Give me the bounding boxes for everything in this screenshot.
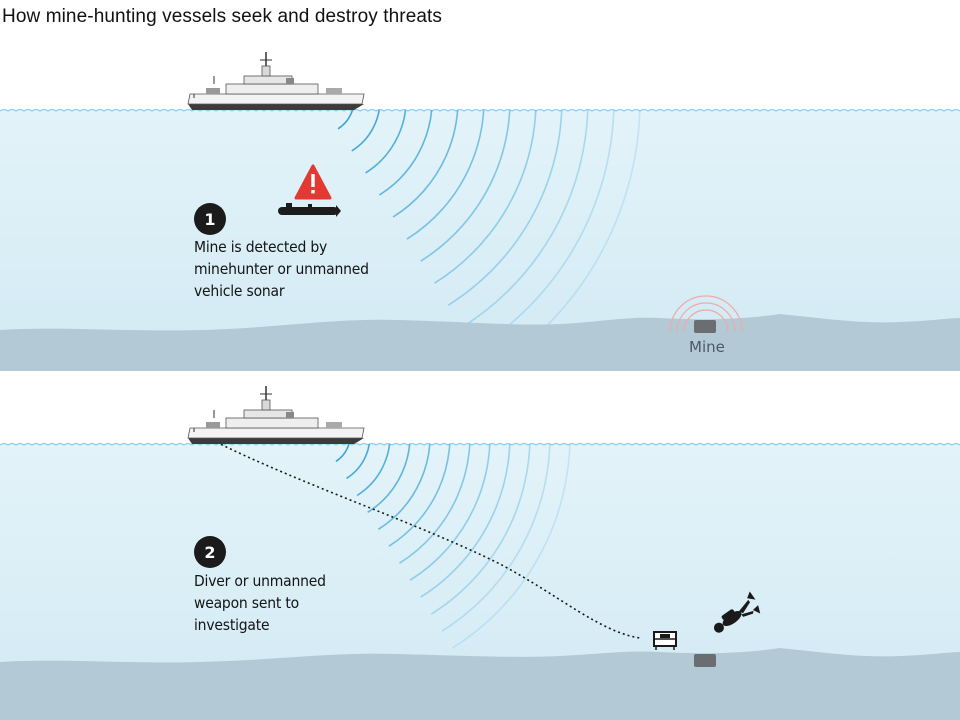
- step-description: Diver or unmanned weapon sent to investi…: [194, 570, 404, 636]
- panel-investigation: 2 Diver or unmanned weapon sent to inves…: [0, 374, 960, 720]
- step-description-line: weapon sent to: [194, 594, 299, 612]
- step-description: Mine is detected by minehunter or unmann…: [194, 236, 404, 302]
- mine-icon: [694, 320, 716, 333]
- mine-signal-rings: [669, 295, 743, 333]
- page-title: How mine-hunting vessels seek and destro…: [2, 6, 443, 27]
- sonar-arc: [461, 110, 589, 328]
- sonar-arc: [434, 110, 537, 284]
- tether-line: [211, 439, 641, 639]
- sonar-arc: [441, 444, 551, 632]
- rov-icon: [653, 631, 677, 650]
- minehunter-ship-icon: [187, 386, 365, 444]
- sonar-arc: [378, 110, 433, 196]
- sonar-arc: [475, 110, 615, 350]
- sonar-arc: [420, 110, 511, 262]
- step-number-badge: 2: [194, 536, 226, 568]
- sonar-arc: [351, 110, 380, 152]
- sonar-arc: [406, 110, 485, 240]
- step-number-badge: 1: [194, 203, 226, 235]
- sonar-arc: [399, 444, 471, 564]
- sonar-arc: [392, 110, 459, 218]
- alert-icon: [294, 164, 332, 200]
- sonar-arc: [367, 444, 411, 513]
- seabed: [0, 648, 960, 720]
- step-description-line: vehicle sonar: [194, 282, 285, 300]
- detection-scene: [0, 52, 960, 372]
- seabed: [0, 314, 960, 372]
- sonar-arc: [335, 444, 350, 463]
- panel-divider: [0, 371, 960, 374]
- water-surface: [0, 108, 960, 112]
- sonar-arc: [346, 444, 371, 480]
- sonar-arc: [337, 110, 354, 130]
- investigation-scene: [0, 386, 960, 720]
- sonar-arc: [420, 444, 511, 598]
- mine-label: Mine: [689, 338, 725, 356]
- diver-icon: [713, 591, 761, 633]
- mine-icon: [694, 654, 716, 667]
- sonar-waves: [335, 444, 571, 649]
- sonar-arc: [409, 444, 491, 581]
- step-description-line: investigate: [194, 616, 270, 634]
- sonar-arc: [452, 444, 571, 649]
- step-description-line: Mine is detected by: [194, 238, 328, 256]
- sonar-arc: [377, 444, 431, 530]
- water-surface: [0, 442, 960, 446]
- unmanned-vehicle-icon: [278, 203, 341, 217]
- step-description-line: Diver or unmanned: [194, 572, 326, 590]
- minehunter-ship-icon: [187, 52, 365, 110]
- sonar-arc: [388, 444, 451, 547]
- sonar-arc: [356, 444, 391, 497]
- sonar-arc: [430, 444, 531, 615]
- sonar-arc: [447, 110, 563, 306]
- sonar-arc: [365, 110, 407, 174]
- step-description-line: minehunter or unmanned: [194, 260, 369, 278]
- panel-detection: 1 Mine is detected by minehunter or unma…: [0, 52, 960, 372]
